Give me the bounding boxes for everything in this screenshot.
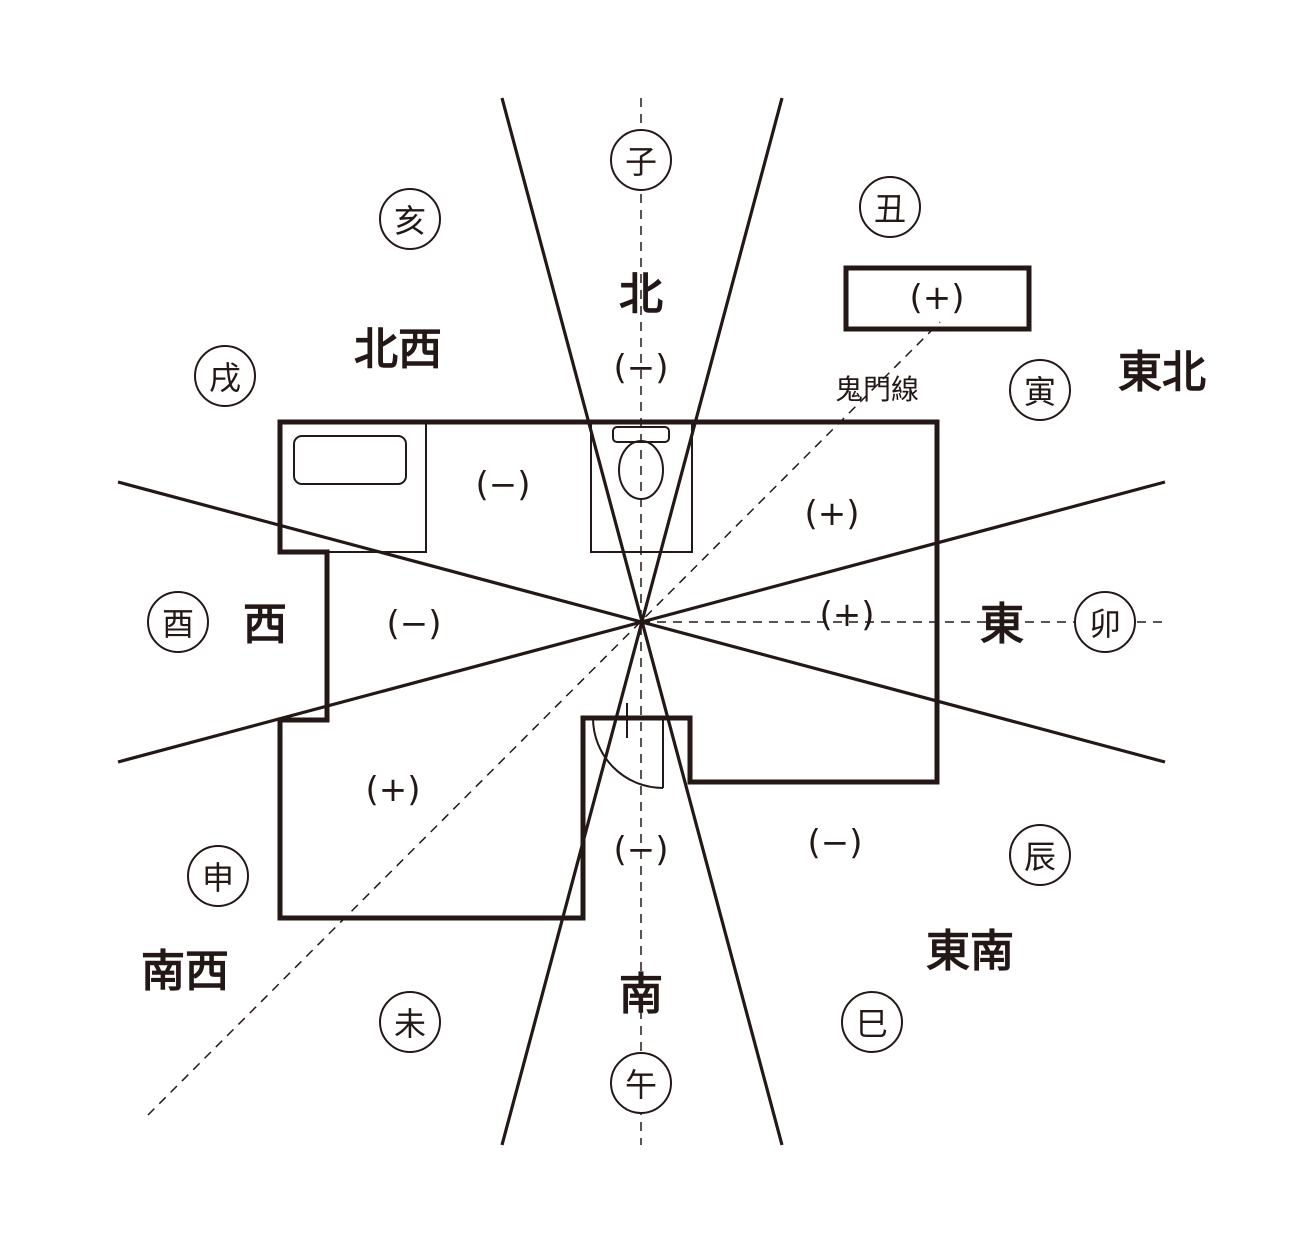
zodiac-u: 卯 — [1074, 591, 1136, 653]
direction-northwest: 北西 — [354, 324, 442, 375]
sign-sw-room: (+) — [365, 770, 421, 810]
sign-ne-room: (+) — [804, 494, 860, 534]
zodiac-tatsu: 辰 — [1009, 824, 1071, 886]
zodiac-ne: 子 — [610, 129, 672, 191]
sign-nw-room: (−) — [475, 465, 531, 505]
zodiac-inu: 戌 — [194, 345, 256, 407]
sign-north: (−) — [613, 348, 669, 388]
bathroom — [279, 421, 427, 553]
sign-east-room: (+) — [819, 595, 875, 635]
sign-kimon-box: (+) — [909, 278, 965, 318]
direction-east: 東 — [980, 599, 1024, 650]
kimon-line-label: 鬼門線 — [834, 373, 920, 406]
kimon-line — [147, 321, 941, 1116]
direction-southwest: 南西 — [141, 946, 229, 997]
direction-northeast: 東北 — [1118, 347, 1206, 398]
bathtub-icon — [293, 435, 407, 485]
direction-west: 西 — [243, 599, 287, 650]
direction-southeast: 東南 — [926, 926, 1014, 977]
zodiac-uma: 午 — [610, 1052, 672, 1114]
sign-south: (−) — [613, 830, 669, 870]
zodiac-tora: 寅 — [1009, 359, 1071, 421]
zodiac-tori: 酉 — [147, 591, 209, 653]
zodiac-mi: 巳 — [841, 991, 903, 1053]
zodiac-saru: 申 — [187, 845, 249, 907]
zodiac-i: 亥 — [379, 188, 441, 250]
toilet-room — [590, 421, 693, 553]
zodiac-hitsuji: 未 — [379, 991, 441, 1053]
sign-se: (−) — [807, 823, 863, 863]
direction-north: 北 — [619, 269, 663, 320]
kimon-box — [843, 265, 1032, 332]
zodiac-ushi: 丑 — [859, 176, 921, 238]
sign-west-room: (−) — [386, 604, 442, 644]
toilet-bowl-icon — [618, 440, 664, 500]
door-swing-arc — [592, 717, 664, 789]
direction-south: 南 — [619, 969, 663, 1020]
